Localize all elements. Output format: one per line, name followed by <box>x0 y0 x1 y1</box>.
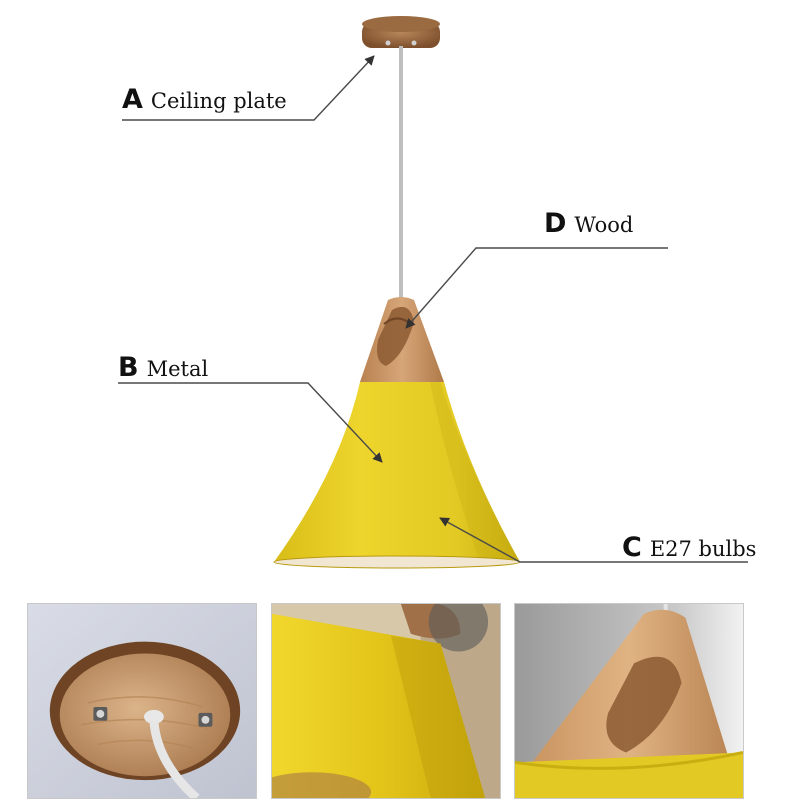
leader-line-a <box>122 55 375 121</box>
screw-icon <box>411 40 417 46</box>
lamp-shade <box>273 382 521 569</box>
leader-lines <box>118 55 748 563</box>
wooden-cap <box>360 297 444 382</box>
screw-icon <box>385 40 391 46</box>
leader-line-d <box>405 247 668 329</box>
detail-photo-ceiling-plate <box>27 603 257 799</box>
label-text: E27 bulbs <box>649 537 757 561</box>
label-letter: B <box>118 352 139 383</box>
label-letter: C <box>622 532 642 563</box>
label-text: Metal <box>146 357 209 381</box>
label-text: Ceiling plate <box>150 89 287 113</box>
ceiling-plate <box>362 16 440 48</box>
label-e27-bulbs: C E27 bulbs <box>622 532 756 563</box>
label-ceiling-plate: A Ceiling plate <box>122 84 287 115</box>
label-letter: A <box>122 84 143 115</box>
label-letter: D <box>544 208 567 239</box>
leader-line-b <box>118 382 383 463</box>
label-wood: D Wood <box>544 208 633 239</box>
label-metal: B Metal <box>118 352 208 383</box>
leader-line-c <box>439 517 748 563</box>
lamp-diagram <box>118 16 748 569</box>
detail-photo-wooden-cap <box>514 603 744 799</box>
label-text: Wood <box>574 213 634 237</box>
detail-photo-metal-shade <box>271 603 501 799</box>
